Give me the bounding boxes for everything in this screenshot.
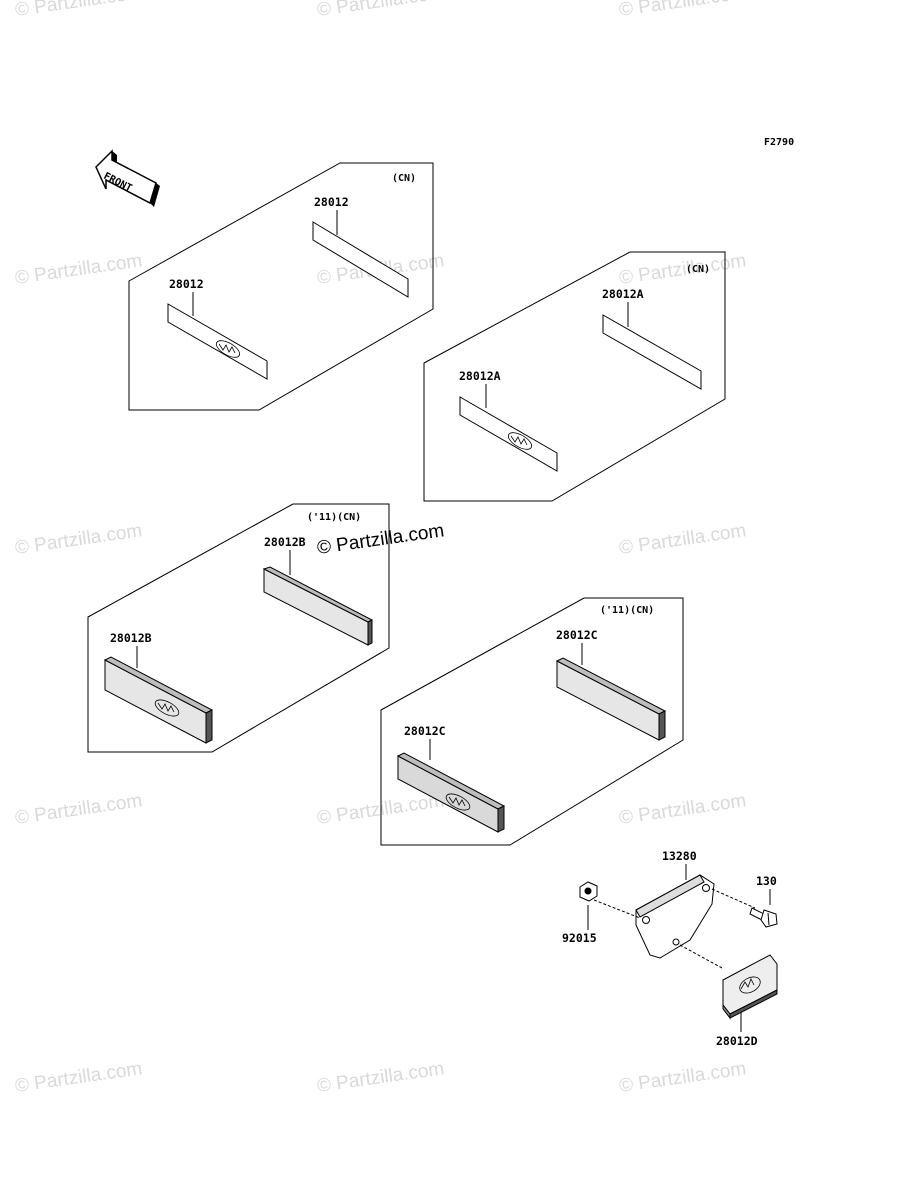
watermark: © Partzilla.com [618, 1058, 748, 1097]
reflector-strip [459, 396, 558, 472]
part-label[interactable]: 28012C [404, 724, 446, 738]
bracket [635, 874, 715, 959]
part-label[interactable]: 130 [756, 874, 777, 888]
watermark: © Partzilla.com [618, 520, 748, 559]
part-label[interactable]: 28012B [264, 535, 306, 549]
group-frame [87, 503, 390, 753]
kawasaki-logo-icon [215, 340, 241, 358]
part-label[interactable]: 13280 [662, 849, 697, 863]
bracket-assembly: 13280 130 92015 28012D [562, 849, 778, 1048]
watermark-layer: © Partzilla.com © Partzilla.com © Partzi… [14, 0, 748, 1097]
figure-code: F2790 [764, 137, 794, 148]
part-label[interactable]: 28012C [556, 628, 598, 642]
part-label[interactable]: 28012B [110, 631, 152, 645]
watermark: © Partzilla.com [618, 0, 748, 21]
part-label[interactable]: 28012A [459, 369, 501, 383]
reflector-28012D [722, 954, 778, 1020]
front-arrow-icon: FRONT [95, 149, 160, 207]
watermark: © Partzilla.com [618, 250, 748, 289]
group-28012: (CN) 28012 28012 [128, 162, 434, 411]
bolt-icon [749, 907, 778, 928]
reflector-strip [312, 221, 409, 298]
watermark-dark: © Partzilla.com [316, 520, 446, 559]
group-frame [128, 162, 434, 411]
group-variant: ('11)(CN) [307, 512, 361, 523]
reflector-block [396, 752, 506, 833]
group-28012A: (CN) 28012A 28012A [423, 251, 726, 502]
group-variant: (CN) [686, 264, 710, 275]
watermark: © Partzilla.com [316, 0, 446, 21]
group-variant: (CN) [392, 173, 416, 184]
part-label[interactable]: 92015 [562, 931, 597, 945]
part-label[interactable]: 28012D [716, 1034, 758, 1048]
group-28012C: ('11)(CN) 28012C 28012C [380, 597, 684, 846]
kawasaki-logo-icon [507, 432, 533, 450]
watermark: © Partzilla.com [14, 520, 144, 559]
group-frame [423, 251, 726, 502]
watermark: © Partzilla.com [14, 0, 144, 21]
group-variant: ('11)(CN) [600, 605, 654, 616]
group-28012B: ('11)(CN) 28012B 28012B [87, 503, 390, 753]
part-label[interactable]: 28012 [314, 195, 349, 209]
watermark: © Partzilla.com [316, 1058, 446, 1097]
watermark: © Partzilla.com [14, 250, 144, 289]
reflector-strip [602, 314, 702, 390]
reflector-block [103, 656, 214, 744]
part-label[interactable]: 28012 [169, 277, 204, 291]
part-label[interactable]: 28012A [602, 287, 644, 301]
reflector-block [555, 657, 667, 741]
reflector-block [262, 566, 374, 646]
watermark: © Partzilla.com [618, 790, 748, 829]
watermark: © Partzilla.com [14, 1058, 144, 1097]
watermark: © Partzilla.com [14, 790, 144, 829]
nut-icon [579, 881, 598, 902]
group-frame [380, 597, 684, 846]
